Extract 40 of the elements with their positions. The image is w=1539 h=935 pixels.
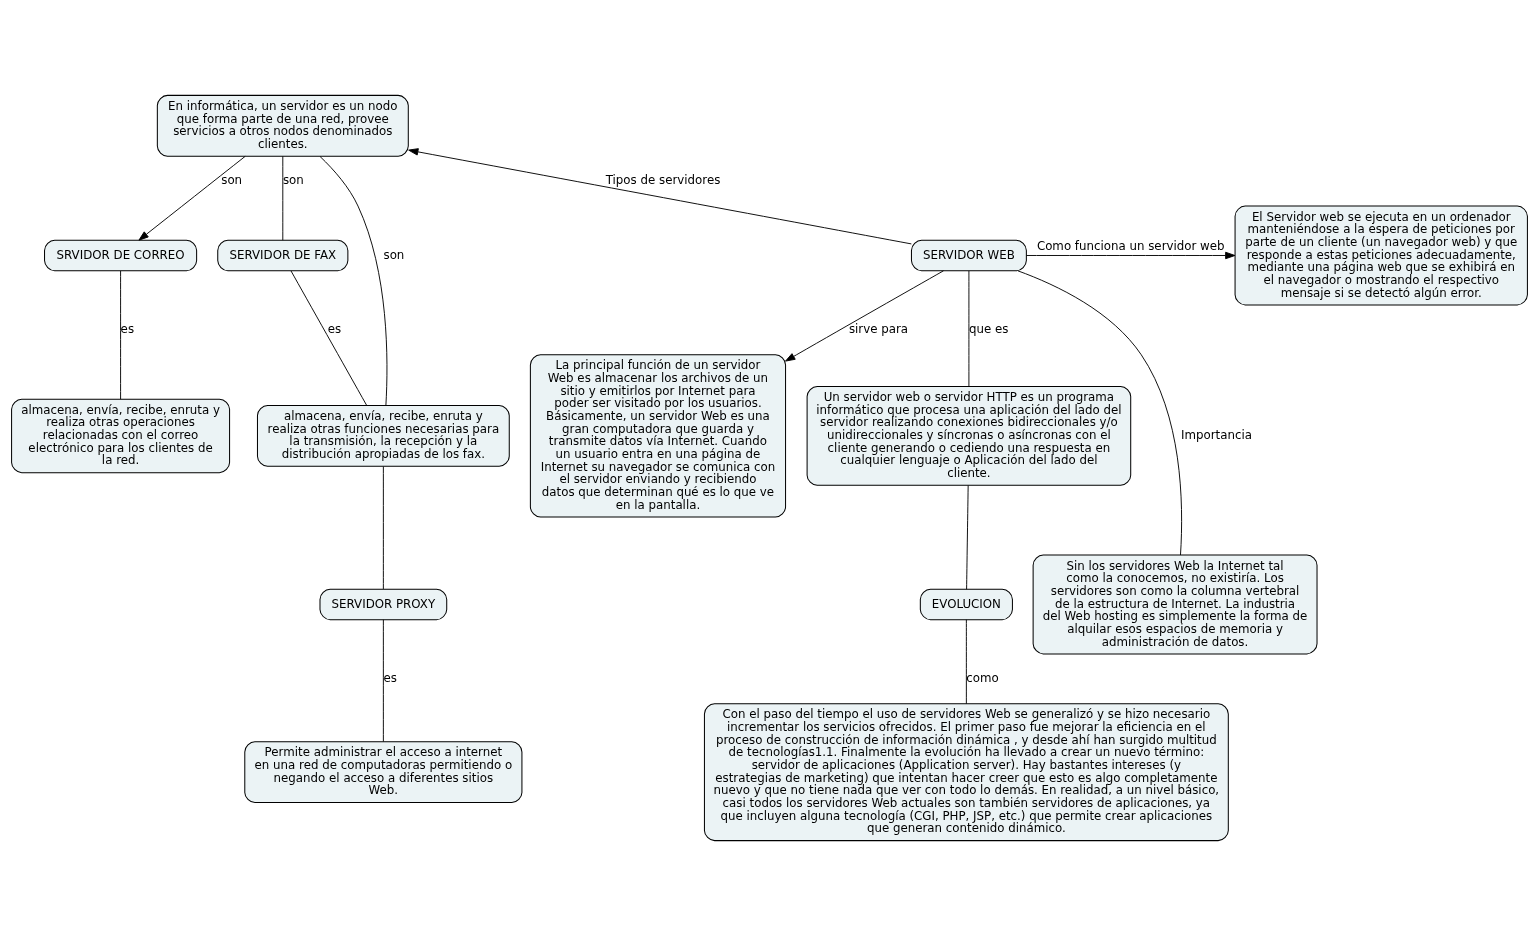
edge-label: Tipos de servidores (605, 172, 721, 187)
node-box: SRVIDOR DE CORREO (44, 239, 198, 271)
node-box: SERVIDOR DE FAX (217, 239, 349, 271)
connector (319, 155, 388, 406)
node-box: En informática, un servidor es un nodo que forma parte de una red, provee servicios a otros nodos denominados clientes. (156, 94, 409, 157)
edge-label: es (120, 321, 135, 336)
node-box: La principal función de un servidor Web es almacenar los archivos de un sitio y emitirlos por Internet para poder ser visitado por los usuarios. Básicamente, un servidor Web es una gran computadora que guarda y transmite datos vía Internet. Cuando un usuario entra en una página de Internet su navegador se comunica con el servidor enviando y recibiendo datos que determinan qué es lo que ve en la pantalla. (529, 353, 787, 517)
connector (966, 484, 969, 590)
edge-label: es (327, 321, 342, 336)
edge-label: son (282, 172, 304, 187)
arrow (138, 155, 246, 241)
node-box: almacena, envía, recibe, enruta y realiza otras funciones necesarias para la transmisión, la recepción y la distribución apropiadas de los fax. (256, 404, 510, 467)
connector (282, 155, 284, 241)
connector (290, 270, 368, 406)
node-box: SERVIDOR WEB (910, 239, 1027, 271)
connector (120, 270, 122, 400)
node-box: Con el paso del tiempo el uso de servidores Web se generalizó y se hizo necesario incrementar los servicios ofrecidos. El primer paso fue mejorar la eficiencia en el proceso de construcción de información dinámica , y desde ahí han surgido multitud de tecnologías1.1. Finalmente la evolución ha llevado a crear un nuevo término: servidor de aplicaciones (Application server). Hay bastantes intereses (y estrategias de marketing) que intentan hacer creer que esto es algo completamente nuevo y que no tiene nada que ver con todo lo demás. En realidad, a un nivel básico, casi todos los servidores Web actuales son también servidores de aplicaciones, ya que incluyen alguna tecnología (CGI, PHP, JSP, etc.) que permite crear aplicaciones que generan contenido dinámico. (703, 702, 1229, 841)
edge-label: es (383, 670, 397, 685)
arrow (785, 269, 944, 362)
edge-label: son (221, 172, 243, 187)
edge-label: sirve para (848, 321, 909, 336)
connector (1017, 269, 1183, 555)
edge-label: Como funciona un servidor web (1036, 238, 1225, 253)
node-box: Permite administrar el acceso a internet en una red de computadoras permitiendo o negando el acceso a diferentes sitios Web. (244, 740, 523, 803)
connector (968, 270, 970, 387)
node-box: Un servidor web o servidor HTTP es un programa informático que procesa una aplicación del lado del servidor realizando conexiones bidireccionales y/o unidireccionales y síncronas o asíncronas con el cliente generando o cediendo una respuesta en cualquier lenguaje o Aplicación del lado del cliente. (806, 385, 1132, 486)
arrow (408, 147, 912, 244)
edge-label: son (383, 247, 405, 262)
arrow (1026, 251, 1236, 259)
connector (382, 465, 384, 589)
edge-label: Importancia (1181, 427, 1252, 442)
node-box: SERVIDOR PROXY (319, 588, 448, 620)
connector (965, 618, 967, 704)
node-box: El Servidor web se ejecuta en un ordenador manteniéndose a la espera de peticiones por parte de un cliente (un navegador web) y que responde a estas peticiones adecuadamente, mediante una página web que se exhibirá en el navegador o mostrando el respectivo mensaje si se detectó algún error. (1234, 205, 1528, 305)
edge-label: como (966, 670, 999, 685)
node-box: EVOLUCION (919, 588, 1013, 620)
node-box: almacena, envía, recibe, enruta y realiza otras operaciones relacionadas con el correo electrónico para los clientes de la red. (11, 398, 231, 473)
connector (382, 618, 384, 742)
node-box: Sin los servidores Web la Internet tal como la conocemos, no existiría. Los servidores son como la columna vertebral de la estructura de Internet. La industria del Web hosting es simplemente la forma de alquilar esos espacios de memoria y administración de datos. (1032, 554, 1318, 654)
edge-label: que es (969, 321, 1009, 336)
